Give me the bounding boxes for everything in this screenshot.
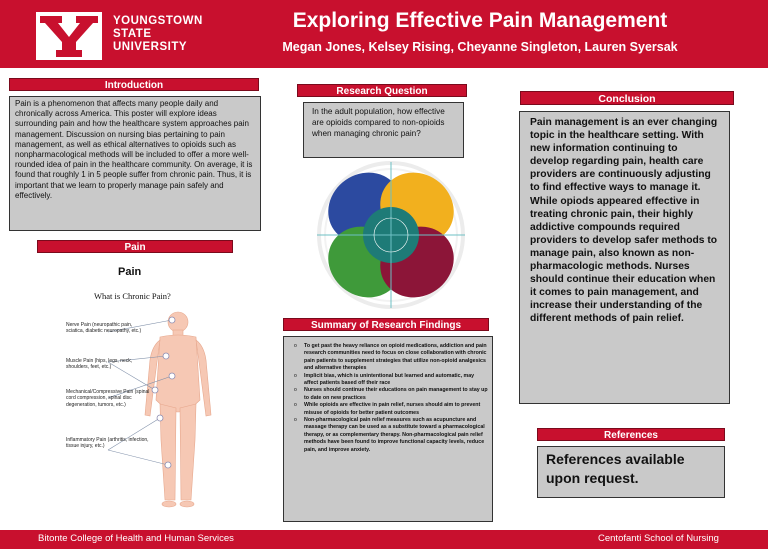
header-banner bbox=[0, 0, 768, 68]
pain-subtitle: Pain bbox=[118, 266, 142, 278]
ysu-logo bbox=[36, 12, 102, 60]
summary-item: Implicit bias, which is unintentional bu… bbox=[294, 373, 488, 388]
summary-item: Nurses should continue their educations … bbox=[294, 387, 488, 402]
references-heading: References bbox=[537, 428, 725, 441]
four-petal-diagram bbox=[317, 161, 465, 309]
summary-item: While opioids are effective in pain reli… bbox=[294, 402, 488, 417]
research-question-heading: Research Question bbox=[297, 84, 467, 97]
summary-item: To get past the heavy reliance on opioid… bbox=[294, 343, 488, 373]
footer-college: Bitonte College of Health and Human Serv… bbox=[38, 533, 234, 544]
university-name: YOUNGSTOWN STATE UNIVERSITY bbox=[113, 15, 203, 53]
poster-title: Exploring Effective Pain Management bbox=[292, 9, 668, 32]
footer-school: Centofanti School of Nursing bbox=[598, 533, 719, 544]
inflammatory-pain-label: Inflammatory Pain (arthritis, infection,… bbox=[66, 437, 149, 450]
muscle-pain-label: Muscle Pain (hips, legs, neck, shoulders… bbox=[66, 358, 133, 371]
conclusion-text: Pain management is an ever changing topi… bbox=[519, 111, 730, 404]
summary-item: Non-pharmacological pain relief measures… bbox=[294, 417, 488, 454]
pain-heading: Pain bbox=[37, 240, 233, 253]
nerve-pain-label: Nerve Pain (neuropathic pain, sciatica, … bbox=[66, 322, 142, 335]
body-pain-diagram bbox=[107, 311, 212, 508]
chronic-pain-figure-title: What is Chronic Pain? bbox=[94, 291, 171, 301]
summary-heading: Summary of Research Findings bbox=[283, 318, 489, 331]
research-question-text: In the adult population, how effective a… bbox=[303, 102, 464, 158]
conclusion-heading: Conclusion bbox=[520, 91, 734, 105]
footer-banner bbox=[0, 530, 768, 549]
summary-box: To get past the heavy reliance on opioid… bbox=[283, 336, 493, 522]
poster-authors: Megan Jones, Kelsey Rising, Cheyanne Sin… bbox=[282, 40, 678, 54]
introduction-heading: Introduction bbox=[9, 78, 259, 91]
references-text: References available upon request. bbox=[537, 446, 725, 498]
mechanical-pain-label: Mechanical/Compressive Pain (spinal cord… bbox=[66, 389, 150, 408]
introduction-text: Pain is a phenomenon that affects many p… bbox=[9, 96, 261, 231]
